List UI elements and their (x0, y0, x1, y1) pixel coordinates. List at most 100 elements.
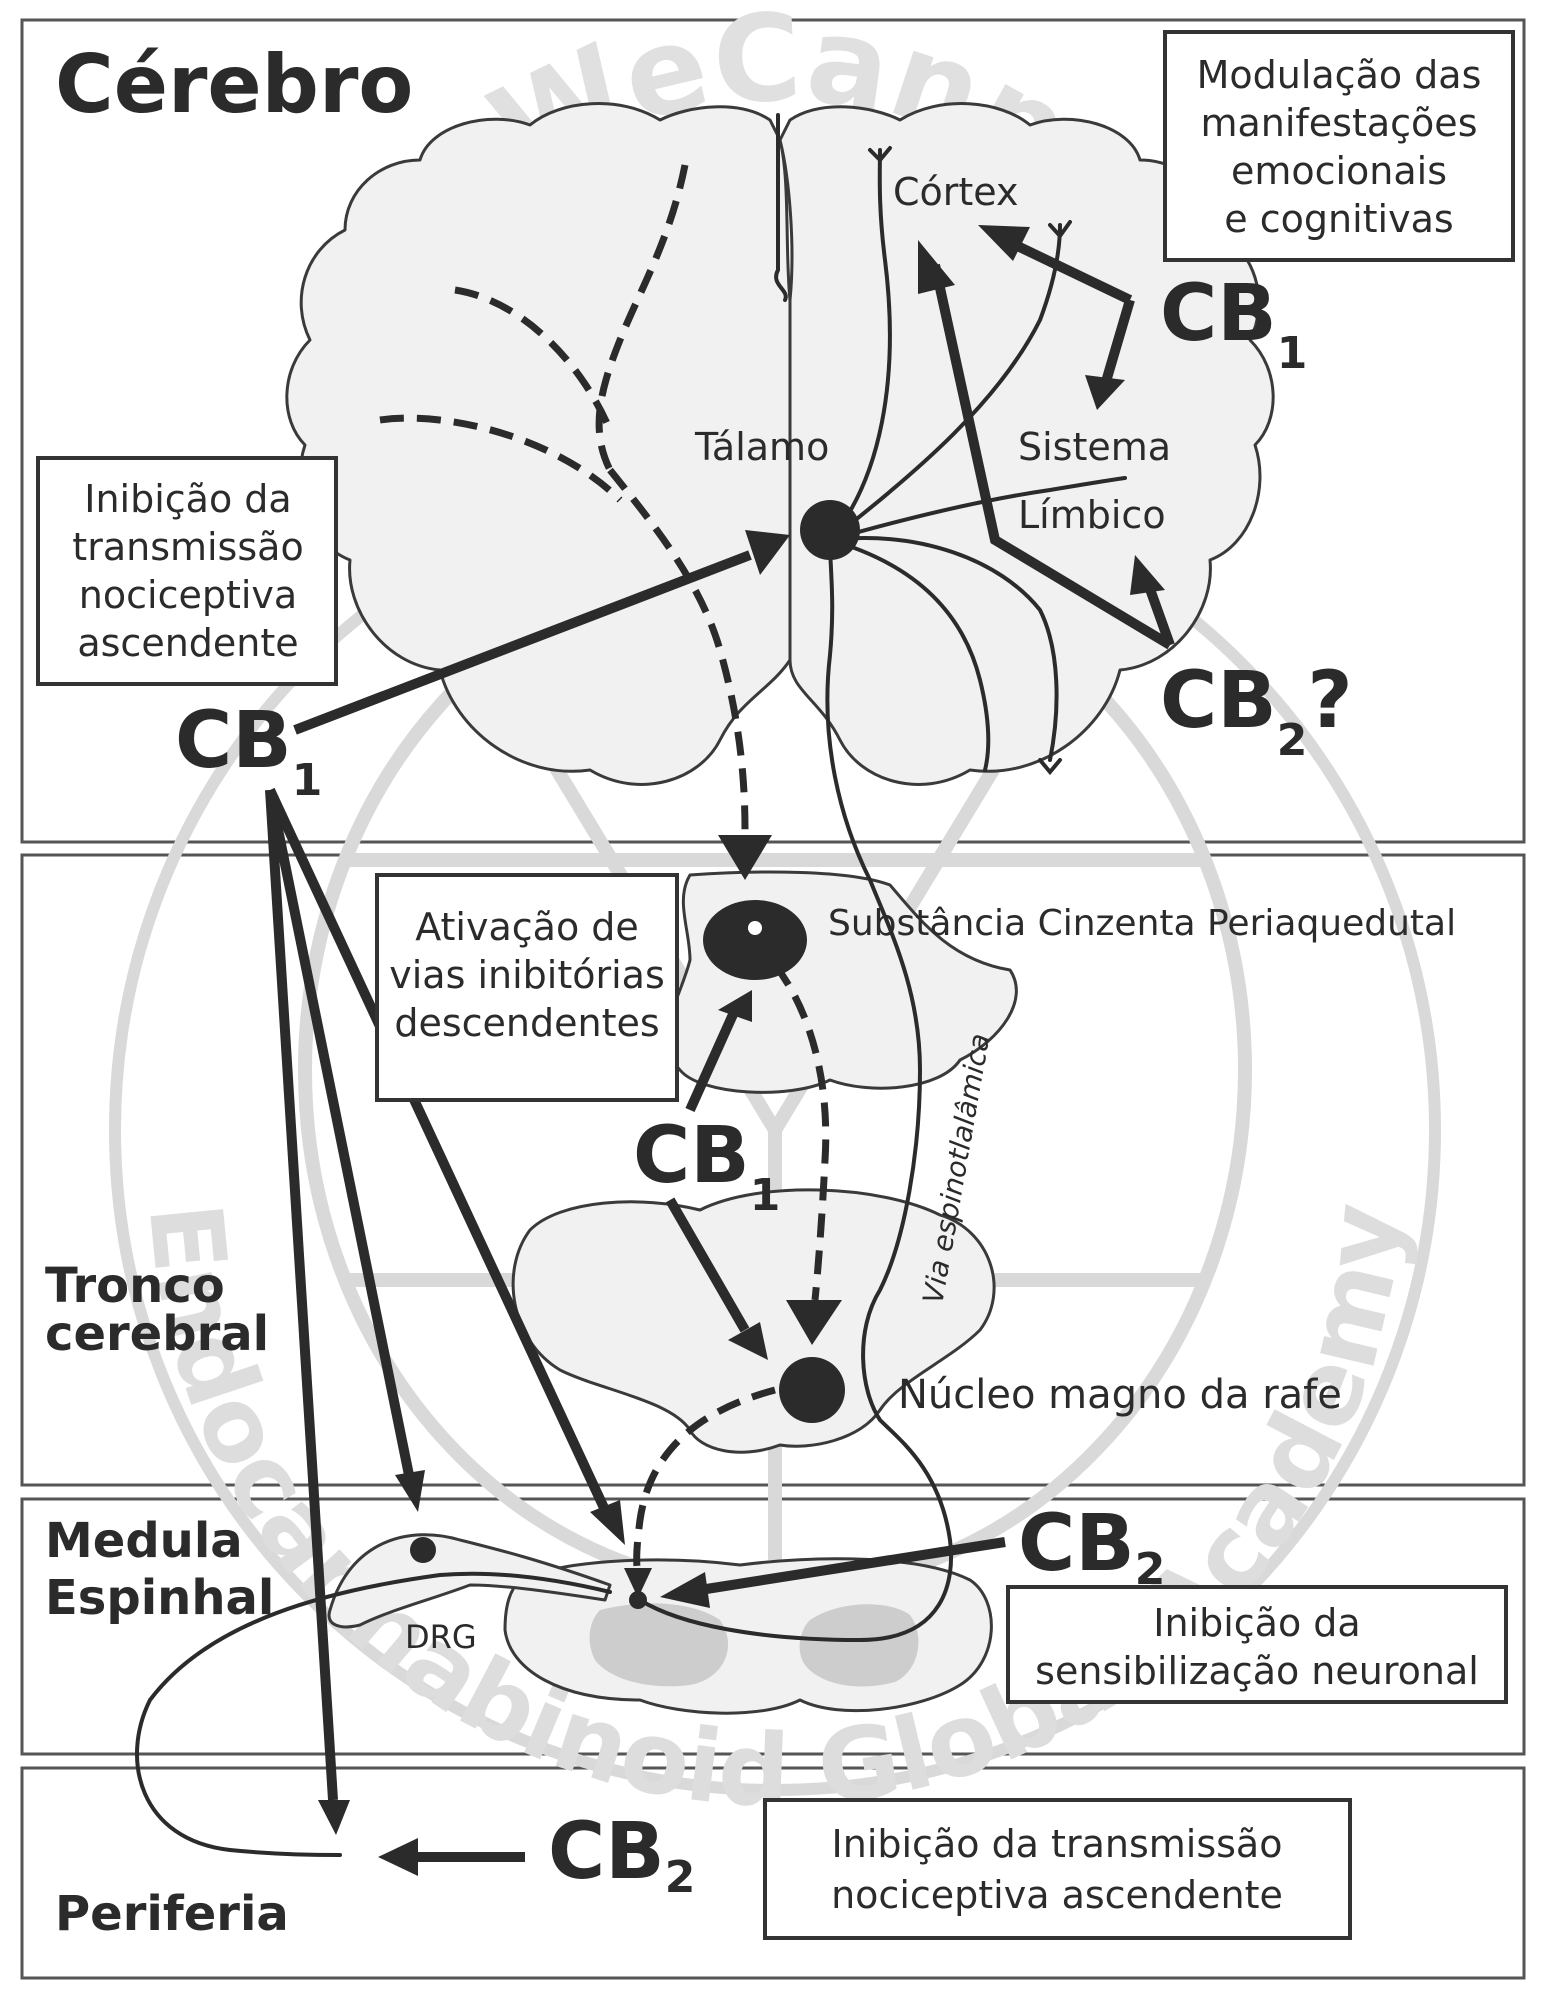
label-sistema-line1: Sistema (1018, 425, 1171, 469)
arrowhead-cb1-to-dorsal-horn (590, 1500, 625, 1545)
arrowhead-cb1-to-cortex (978, 225, 1030, 261)
box-modulacao-line1: Modulação das (1197, 53, 1482, 97)
thalamic-projections (828, 146, 1127, 776)
pons-medulla-outline (511, 1188, 996, 1454)
box-inibicao-cerebro-line2: transmissão (72, 525, 303, 569)
receptor-cb2-limbico-base: CB (1160, 656, 1277, 746)
box-periferia-frame (763, 1798, 1352, 1940)
arrowhead-cb2-to-periphery (378, 1838, 418, 1876)
brain-midline (774, 113, 788, 302)
receptor-cb2-limbico-suffix: ? (1307, 656, 1352, 746)
spinothalamic-tract (638, 538, 954, 1643)
region-title-tronco-line2: cerebral (45, 1306, 269, 1362)
box-modulacao-frame (1163, 30, 1515, 262)
label-nucleo-magno: Núcleo magno da rafe (898, 1372, 1342, 1418)
receptor-cb1-cortex-base: CB (1160, 269, 1277, 359)
receptor-cb1-main-sub: 1 (292, 755, 323, 806)
raphe-node (779, 1357, 845, 1423)
arrow-cb1-to-pag (685, 1007, 740, 1113)
box-inibicao-cerebro-line4: ascendente (77, 621, 298, 665)
box-sensibilizacao-line1: Inibição da (1153, 1601, 1360, 1645)
dorsal-horn-node (629, 1591, 647, 1609)
arrowhead-cb1-to-limbic (1085, 375, 1125, 410)
arrowhead-cb2-to-limbic (1130, 555, 1165, 595)
receptor-cb1-cortex-sub: 1 (1277, 328, 1308, 379)
arrowhead-cb1-to-pag (718, 990, 752, 1022)
box-modulacao-line3: emocionais (1231, 149, 1447, 193)
dashed-pag-to-raphe (772, 962, 830, 1301)
raphe-dashed-arrowhead (786, 1300, 842, 1345)
region-title-cerebro: Cérebro (55, 38, 413, 131)
spinal-grey-matter-left (589, 1603, 729, 1687)
projection-limbic-2 (828, 536, 1062, 776)
spinal-grey-matter-right (799, 1604, 919, 1687)
box-ativacao-line1: Ativação de (415, 905, 639, 949)
receptor-cb2-medula: CB2 (1018, 1499, 1165, 1595)
projection-limbic-3 (828, 538, 991, 772)
receptor-cb2-medula-base: CB (1018, 1499, 1135, 1589)
dashed-raphe-to-dorsal-horn (633, 1386, 776, 1576)
dashed-cortex-branch-1 (595, 164, 689, 472)
receptor-cb1-cortex: CB1 (1160, 269, 1307, 379)
label-sistema-line2: Límbico (1018, 493, 1166, 537)
drg-ganglion (327, 1533, 612, 1629)
receptor-cb1-main-base: CB (175, 696, 292, 786)
arrowhead-cb1-to-drg (395, 1470, 425, 1512)
box-inibicao-transmissao-cerebro: Inibição da transmissão nociceptiva asce… (36, 456, 338, 686)
descending-pathways (379, 164, 830, 1576)
arrow-cb1-to-dorsal-horn (265, 787, 610, 1513)
dorsal-horn-dashed-arrowhead (624, 1568, 652, 1598)
box-inibicao-cerebro-line1: Inibição da (84, 477, 291, 521)
drg-neuron (410, 1537, 436, 1563)
label-cortex: Córtex (893, 170, 1019, 214)
receptor-cb1-tronco: CB1 (633, 1111, 780, 1221)
arrowhead-cb1-to-raphe (728, 1322, 768, 1360)
label-drg: DRG (405, 1618, 477, 1656)
receptor-cb1-tronco-base: CB (633, 1111, 750, 1201)
arrow-cb1-to-drg (265, 789, 415, 1481)
projection-cortex-1 (828, 146, 892, 542)
receptor-cb2-periferia-sub: 2 (665, 1852, 696, 1903)
arrowhead-cb2-to-cortex (918, 240, 955, 294)
dashed-cortex-branch-2 (454, 286, 614, 432)
receptor-cb2-periferia: CB2 (548, 1807, 695, 1903)
receptor-cb2-limbico-sub: 2 (1277, 715, 1308, 766)
receptor-cb1-main: CB1 (175, 696, 322, 806)
label-talamo: Tálamo (694, 425, 829, 469)
box-ativacao-line2: vias inibitórias (389, 953, 665, 997)
arrowhead-cb1-to-periphery (318, 1800, 350, 1835)
label-substancia-cinzenta: Substância Cinzenta Periaquedutal (828, 903, 1456, 944)
receptor-cb2-periferia-base: CB (548, 1807, 665, 1897)
cb-action-arrows (265, 225, 1175, 1876)
receptor-cb2-medula-sub: 2 (1135, 1544, 1166, 1595)
projection-limbic-1 (828, 476, 1127, 542)
box-inibicao-sensibilizacao: Inibição da sensibilização neuronal (1006, 1585, 1508, 1704)
arrow-cb2-to-dorsal-horn (699, 1537, 1006, 1595)
box-sensibilizacao-frame (1006, 1585, 1508, 1704)
box-modulacao-line2: manifestações (1200, 101, 1477, 145)
box-inibicao-cerebro-line3: nociceptiva (79, 573, 297, 617)
box-periferia-line2: nociceptiva ascendente (831, 1873, 1283, 1917)
pag-aqueduct (748, 921, 762, 935)
box-modulacao-line4: e cognitivas (1224, 197, 1453, 241)
arrow-cb1-to-raphe (665, 1197, 750, 1333)
box-sensibilizacao-line2: sensibilização neuronal (1035, 1649, 1479, 1693)
region-title-medula-line1: Medula (45, 1513, 243, 1569)
brain-right-hemisphere (778, 102, 1275, 786)
box-ativacao-line3: descendentes (394, 1001, 659, 1045)
pag-dashed-arrowhead (718, 835, 772, 880)
box-inibicao-cerebro-frame (36, 456, 338, 686)
receptor-cb1-tronco-sub: 1 (750, 1170, 781, 1221)
arrow-cb1-to-thalamus (293, 550, 752, 735)
watermark-emblem-lines (345, 556, 1205, 1560)
arrowhead-cb1-to-thalamus (745, 530, 790, 575)
arrow-cb1-to-periphery (265, 789, 338, 1801)
dashed-to-pag (607, 467, 749, 831)
receptor-cb2-limbico: CB2? (1160, 656, 1353, 766)
box-modulacao: Modulação das manifestações emocionais e… (1163, 30, 1515, 262)
peripheral-nerve-fiber (135, 1571, 612, 1857)
region-title-periferia: Periferia (55, 1886, 289, 1942)
box-inibicao-transmissao-periferia: Inibição da transmissão nociceptiva asce… (763, 1798, 1352, 1940)
dashed-cortex-branch-3 (379, 414, 623, 503)
